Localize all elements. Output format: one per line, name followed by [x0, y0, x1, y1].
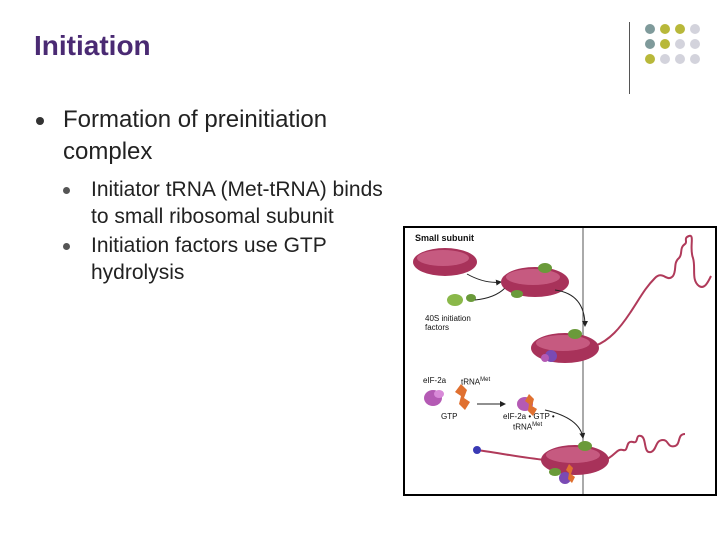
sub-bullet-marker	[63, 243, 70, 250]
label-gtp: GTP	[441, 412, 458, 421]
subunit-with-factors	[501, 263, 569, 298]
decorative-dot	[660, 24, 670, 34]
decorative-dot	[675, 39, 685, 49]
bullet-list: Formation of preinitiation complex Initi…	[36, 104, 396, 286]
decorative-dot	[645, 54, 655, 64]
sub-bullet-item: Initiation factors use GTP hydrolysis	[36, 232, 396, 286]
decorative-dot-grid	[645, 24, 717, 80]
sub-bullet-item: Initiator tRNA (Met-tRNA) binds to small…	[36, 176, 396, 230]
decorative-dot	[690, 39, 700, 49]
sub-bullet-text: Initiator tRNA (Met-tRNA) binds to small…	[91, 178, 383, 228]
diagram-illustration	[413, 228, 712, 494]
bullet-item: Formation of preinitiation complex	[36, 104, 396, 168]
initiation-factors	[447, 294, 476, 306]
initiation-diagram: Small subunit 40S initiation factors eIF…	[403, 226, 717, 496]
decorative-dot	[660, 39, 670, 49]
label-eif2a: eIF-2a	[423, 376, 447, 385]
cap-structure	[473, 446, 481, 454]
trna-molecule	[455, 384, 470, 410]
sub-bullet-marker	[63, 187, 70, 194]
decorative-dot	[675, 54, 685, 64]
small-subunit-ribosome	[413, 248, 477, 276]
eif2-factor	[424, 390, 444, 406]
step-arrow	[466, 273, 502, 286]
mrna-strand-bottom	[476, 433, 686, 461]
decorative-dot	[645, 39, 655, 49]
bullet-marker	[36, 117, 44, 125]
sub-bullet-text: Initiation factors use GTP hydrolysis	[91, 234, 327, 284]
step-arrow	[554, 289, 588, 327]
label-ternary-complex: eIF-2a • GTP • tRNAMet	[503, 412, 555, 432]
decorative-dot	[675, 24, 685, 34]
decorative-dot	[645, 24, 655, 34]
decorative-dot	[690, 54, 700, 64]
label-initiation-factors: 40S initiation factors	[425, 314, 471, 332]
bound-preinitiation-complex	[541, 441, 609, 484]
header-divider	[629, 22, 630, 94]
preinitiation-complex	[531, 329, 599, 363]
ternary-complex	[517, 394, 537, 416]
decorative-dot	[690, 24, 700, 34]
label-trna: tRNAMet	[461, 377, 491, 387]
slide-title: Initiation	[34, 30, 151, 61]
label-small-subunit: Small subunit	[415, 233, 475, 243]
decorative-dot	[660, 54, 670, 64]
bullet-text: Formation of preinitiation complex	[63, 106, 328, 165]
mrna-strand	[594, 234, 712, 347]
factor-arrow	[474, 287, 506, 301]
step-arrow	[544, 409, 586, 439]
